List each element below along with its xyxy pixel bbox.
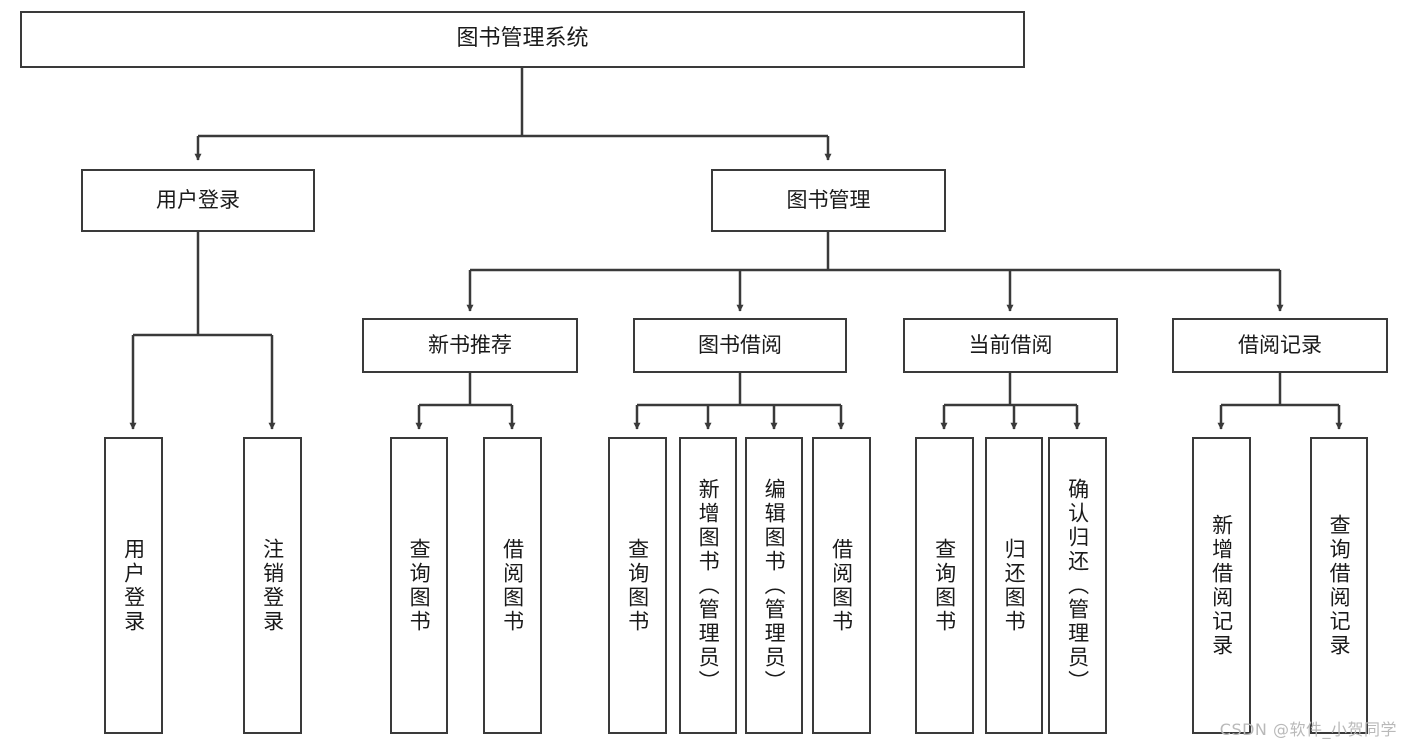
node-leaf-10[interactable]: 确认归还（管理员） (1048, 437, 1107, 734)
node-leaf-2[interactable]: 查询图书 (390, 437, 448, 734)
node-leaf-5[interactable]: 新增图书（管理员） (679, 437, 737, 734)
node-level2-0[interactable]: 用户登录 (81, 169, 315, 232)
node-leaf-3[interactable]: 借阅图书 (483, 437, 542, 734)
node-level3-0[interactable]: 新书推荐 (362, 318, 578, 373)
node-leaf-11[interactable]: 新增借阅记录 (1192, 437, 1251, 734)
node-leaf-9[interactable]: 归还图书 (985, 437, 1043, 734)
node-level3-2[interactable]: 当前借阅 (903, 318, 1118, 373)
node-root-图书管理系统[interactable]: 图书管理系统 (20, 11, 1025, 68)
node-level3-1[interactable]: 图书借阅 (633, 318, 847, 373)
node-leaf-4[interactable]: 查询图书 (608, 437, 667, 734)
node-leaf-7[interactable]: 借阅图书 (812, 437, 871, 734)
node-leaf-6[interactable]: 编辑图书（管理员） (745, 437, 803, 734)
node-leaf-12[interactable]: 查询借阅记录 (1310, 437, 1368, 734)
node-level3-3[interactable]: 借阅记录 (1172, 318, 1388, 373)
node-leaf-1[interactable]: 注销登录 (243, 437, 302, 734)
node-leaf-0[interactable]: 用户登录 (104, 437, 163, 734)
node-level2-1[interactable]: 图书管理 (711, 169, 946, 232)
node-leaf-8[interactable]: 查询图书 (915, 437, 974, 734)
